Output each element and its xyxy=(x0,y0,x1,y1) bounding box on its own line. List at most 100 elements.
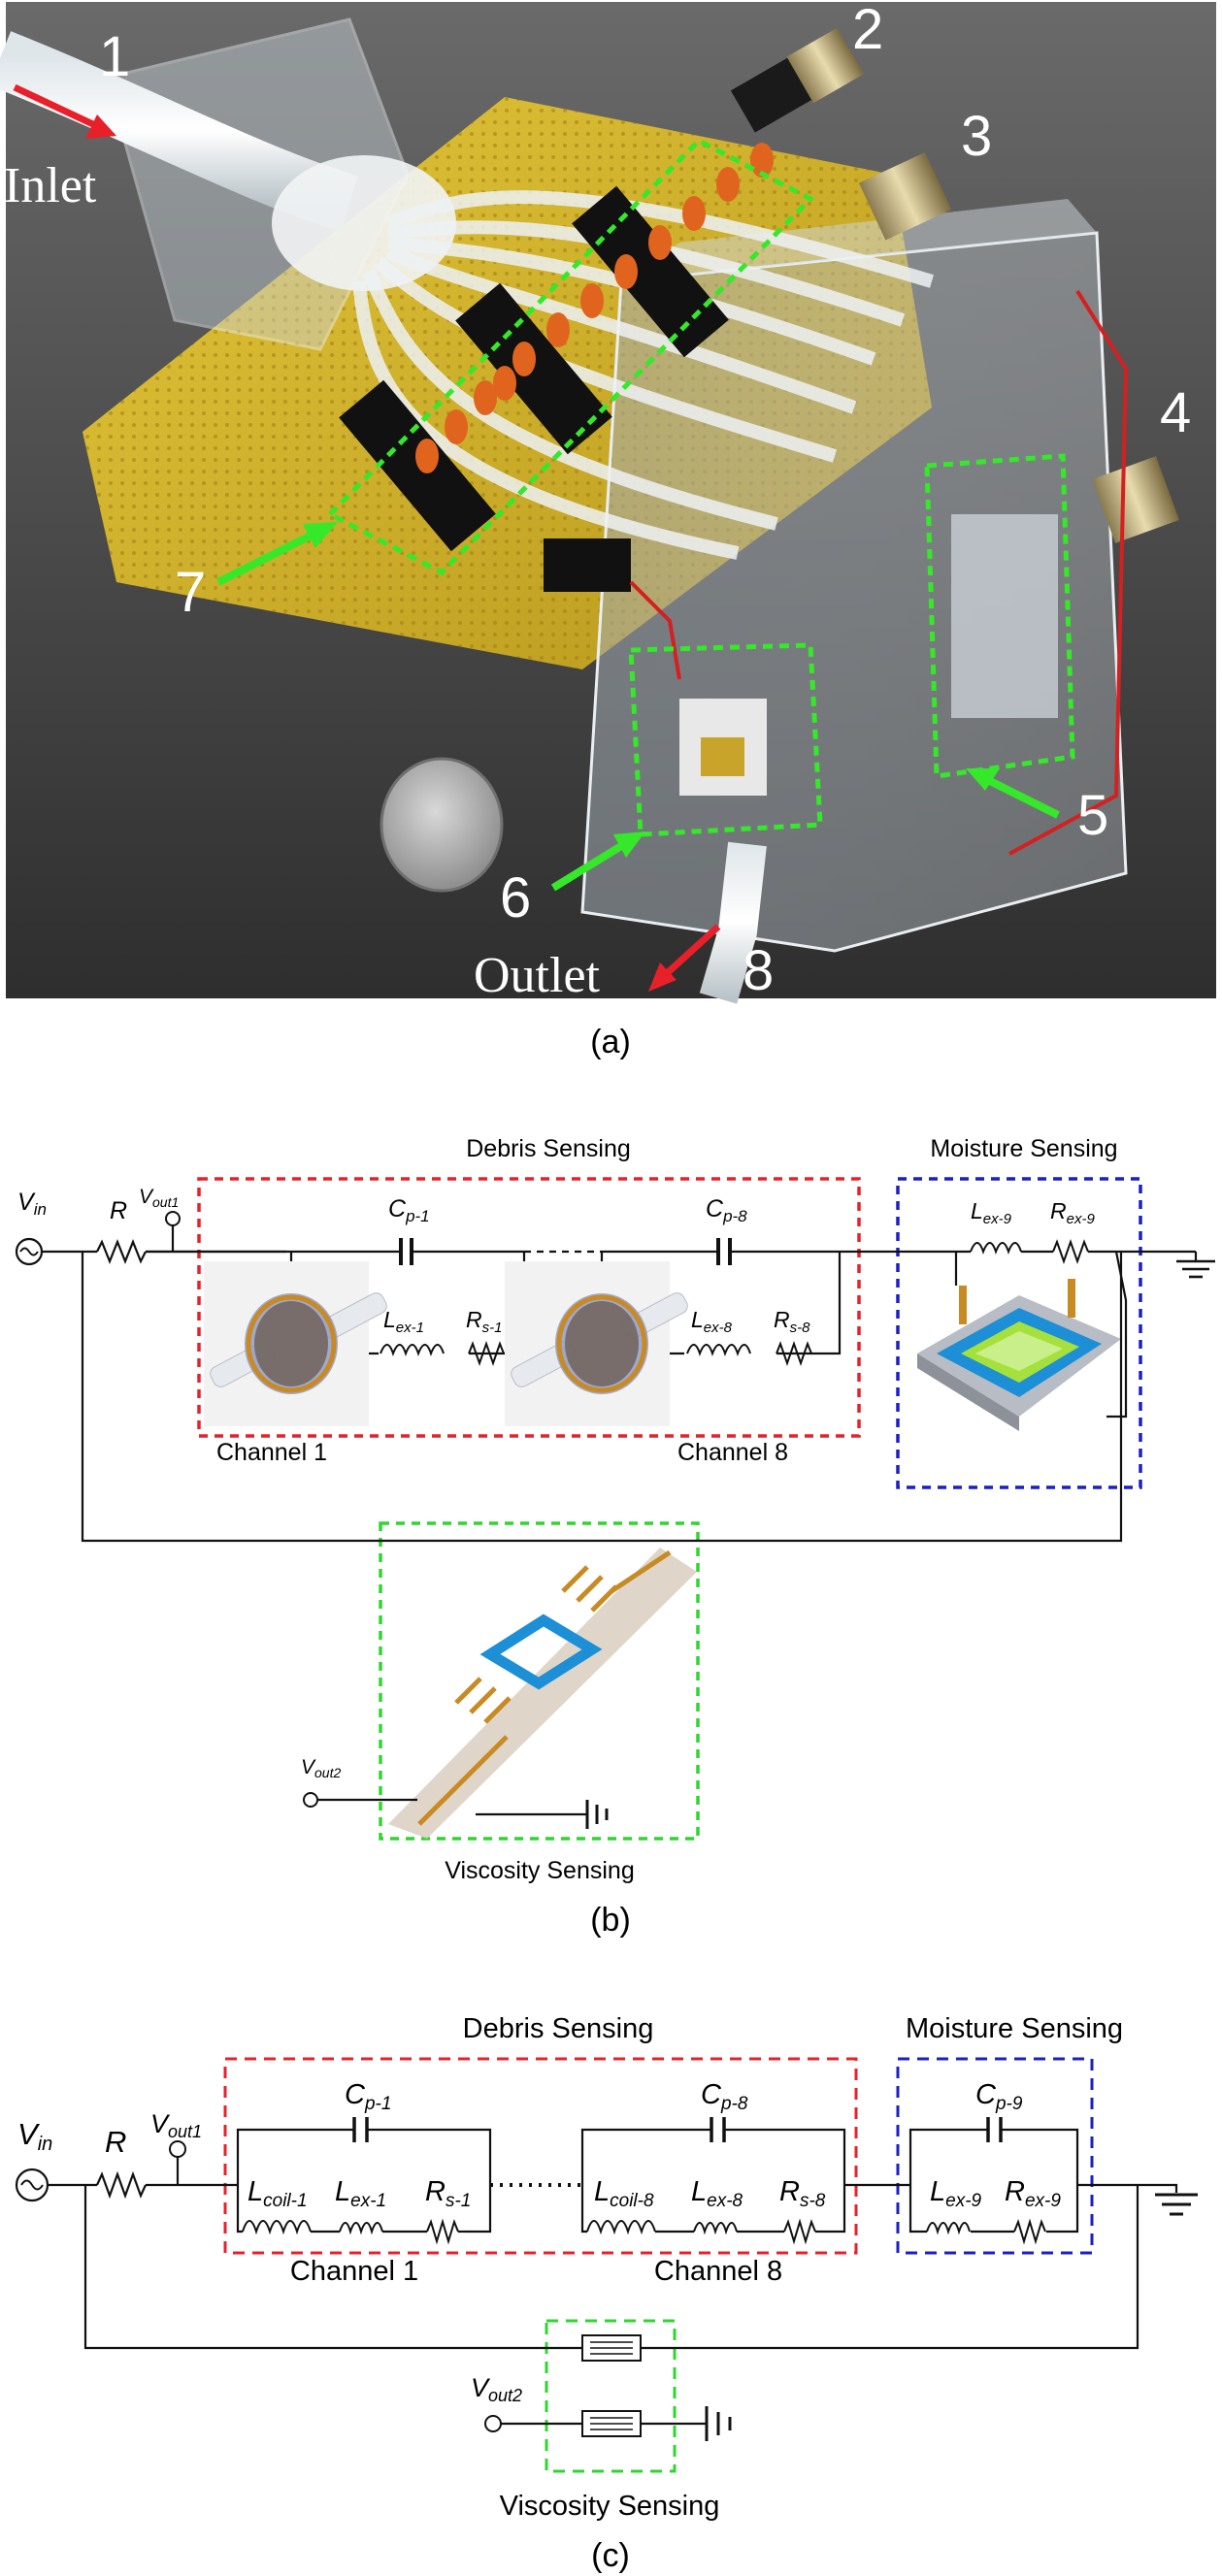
c-coil-lcoil1 xyxy=(242,2220,312,2235)
b-moisture-box xyxy=(896,1177,1142,1489)
b-channel-1: Channel 1 xyxy=(216,1439,327,1466)
b-lex8: Lex-8 xyxy=(691,1307,733,1336)
c-cp9: Cp-9 xyxy=(975,2079,1023,2114)
c-cp1: Cp-1 xyxy=(345,2079,391,2114)
callout-7: 7 xyxy=(175,561,206,624)
b-lex9: Lex-9 xyxy=(971,1198,1012,1227)
c-vout1: Vout1 xyxy=(150,2109,202,2141)
c-coil-lex9 xyxy=(926,2222,971,2235)
c-rex9: Rex-9 xyxy=(1005,2176,1061,2211)
b-channel-8: Channel 8 xyxy=(677,1439,788,1466)
b-viscosity-title: Viscosity Sensing xyxy=(445,1857,634,1884)
b-channel1-sensor-3d xyxy=(204,1261,387,1426)
outlet-tube xyxy=(699,841,767,1004)
callout-numbers: 1 2 3 4 5 6 7 8 xyxy=(99,0,1191,1002)
socket xyxy=(544,538,631,592)
moisture-sensor xyxy=(951,514,1058,718)
b-channel8-sensor-3d xyxy=(505,1261,688,1426)
b-moisture-title: Moisture Sensing xyxy=(930,1135,1117,1162)
b-vout1-terminal xyxy=(165,1211,181,1226)
b-rex9: Rex-9 xyxy=(1050,1198,1095,1227)
c-viscosity-title: Viscosity Sensing xyxy=(500,2491,720,2522)
c-viscosity-ground xyxy=(705,2406,732,2441)
c-vout2-terminal xyxy=(484,2415,502,2432)
b-coil-lex8 xyxy=(686,1344,751,1356)
c-resistor-rs8 xyxy=(783,2218,816,2245)
c-vin: Vin xyxy=(17,2117,52,2155)
panel-b: Debris Sensing Moisture Sensing Vin R Vo… xyxy=(15,1135,1215,1884)
c-coil-lcoil8 xyxy=(586,2220,656,2235)
c-lcoil8: Lcoil-8 xyxy=(594,2176,654,2211)
c-rs8: Rs-8 xyxy=(779,2176,826,2211)
b-r-label: R xyxy=(110,1197,127,1224)
c-channel-1: Channel 1 xyxy=(290,2256,418,2287)
b-rs1: Rs-1 xyxy=(466,1307,502,1336)
c-moisture-title: Moisture Sensing xyxy=(906,2013,1123,2044)
c-viscosity-sensor-lower xyxy=(581,2410,642,2437)
green-box-6 xyxy=(628,642,823,837)
caption-c: (c) xyxy=(591,2537,630,2574)
c-resistor-rex9 xyxy=(1013,2218,1046,2245)
b-moisture-sensor-3d xyxy=(917,1251,1128,1431)
outlet-label: Outlet xyxy=(474,948,601,1003)
c-debris-box xyxy=(223,2057,858,2255)
c-debris-title: Debris Sensing xyxy=(463,2013,654,2044)
outlet-arrow xyxy=(648,924,721,992)
caption-a: (a) xyxy=(590,1024,631,1060)
b-resistor-r xyxy=(96,1239,147,1264)
inlet-label: Inlet xyxy=(4,158,97,213)
callout-8: 8 xyxy=(743,939,774,1002)
c-channel-8: Channel 8 xyxy=(654,2256,782,2287)
arrow-6 xyxy=(550,831,645,892)
green-box-5 xyxy=(924,453,1075,779)
panel-a-photo: 1 2 3 4 5 6 7 8 Inlet Outlet xyxy=(0,0,1216,1004)
inlet-arrow xyxy=(13,83,116,139)
bnc-connectors xyxy=(730,27,1179,543)
b-cp8: Cp-8 xyxy=(706,1195,747,1225)
b-viscosity-box xyxy=(379,1521,700,1841)
callout-6: 6 xyxy=(500,866,531,929)
fluid-channels xyxy=(352,190,935,560)
callout-2: 2 xyxy=(852,0,883,61)
c-moisture-box xyxy=(896,2057,1094,2255)
arrow-7 xyxy=(216,522,338,586)
callout-5: 5 xyxy=(1077,784,1108,847)
b-coil-lex1 xyxy=(380,1344,445,1356)
b-cp1: Cp-1 xyxy=(388,1195,430,1225)
c-r-label: R xyxy=(105,2125,126,2159)
c-lex8: Lex-8 xyxy=(691,2176,743,2211)
b-viscosity-sensor-3d xyxy=(388,1548,697,1839)
coin xyxy=(380,757,504,893)
b-rs8: Rs-8 xyxy=(774,1307,810,1336)
red-wire xyxy=(1008,289,1129,856)
b-vout2-terminal xyxy=(303,1792,318,1808)
b-vin: Vin xyxy=(17,1189,47,1219)
callout-4: 4 xyxy=(1160,381,1191,444)
green-box-7 xyxy=(325,137,815,576)
c-resistor-r xyxy=(95,2170,148,2200)
b-debris-title: Debris Sensing xyxy=(466,1135,631,1162)
callout-3: 3 xyxy=(961,105,992,168)
b-vout1: Vout1 xyxy=(139,1186,179,1210)
c-lex9: Lex-9 xyxy=(930,2176,982,2211)
c-viscosity-sensor-upper xyxy=(581,2334,642,2362)
c-ground xyxy=(1155,2193,1198,2216)
panel-c: Debris Sensing Moisture Sensing Vin R Vo… xyxy=(15,2013,1198,2522)
b-resistor-rs8 xyxy=(776,1340,812,1367)
b-resistor-rex9 xyxy=(1052,1238,1089,1265)
c-coil-lex1 xyxy=(339,2222,383,2235)
b-lex1: Lex-1 xyxy=(383,1307,424,1336)
caption-b: (b) xyxy=(590,1902,631,1939)
c-lex1: Lex-1 xyxy=(335,2176,386,2211)
c-lcoil1: Lcoil-1 xyxy=(248,2176,308,2211)
b-viscosity-ground xyxy=(585,1800,609,1829)
c-coil-lex8 xyxy=(693,2222,738,2235)
c-cp8: Cp-8 xyxy=(701,2079,748,2114)
c-viscosity-box xyxy=(545,2319,677,2473)
callout-1: 1 xyxy=(99,25,130,88)
b-vout2: Vout2 xyxy=(301,1756,341,1780)
b-ground xyxy=(1176,1250,1215,1279)
c-vout2: Vout2 xyxy=(471,2373,522,2405)
c-vout1-terminal xyxy=(169,2140,186,2158)
